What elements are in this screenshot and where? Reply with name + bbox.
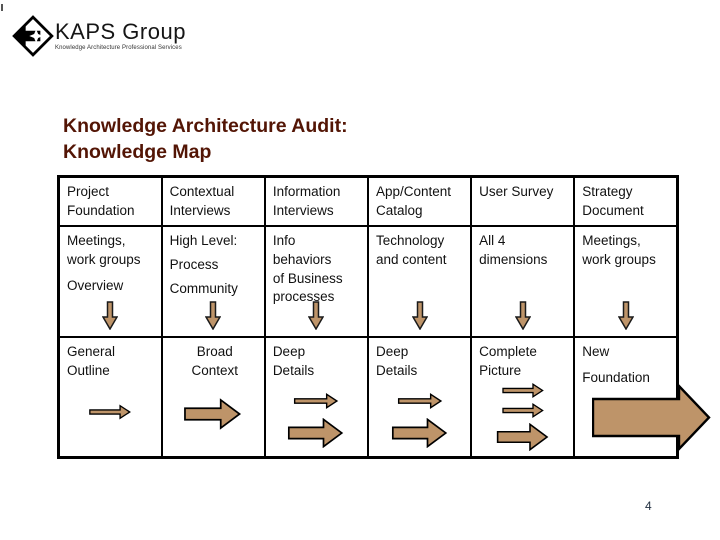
big-right-arrow-icon: [592, 384, 712, 451]
activity-cell: All 4 dimensions: [470, 225, 576, 339]
activity-cell: Info behaviors of Business processes: [263, 225, 369, 339]
output-text: Broad Context: [170, 343, 260, 380]
cell-line: dimensions: [479, 251, 548, 267]
knowledge-map-table: Project Foundation Contextual Interviews…: [57, 175, 679, 460]
activity-text: Meetings, work groups: [582, 232, 672, 269]
slide-title-line2: Knowledge Map: [63, 141, 212, 164]
cell-line: Meetings,: [67, 233, 126, 249]
right-arrow-thin-icon: [502, 383, 544, 399]
header-cell: User Survey: [470, 175, 576, 228]
cell-line: Broad: [196, 344, 233, 360]
cell-line: behaviors: [272, 251, 332, 267]
logo-text: KAPS Group Knowledge Architecture Profes…: [55, 19, 186, 52]
header-label: Contextual Interviews: [169, 184, 235, 218]
cell-line: Info: [272, 233, 296, 249]
cell-line: work groups: [67, 251, 141, 267]
header-cell: Contextual Interviews: [160, 175, 266, 228]
header-label: Information Interviews: [272, 184, 341, 218]
header-cell: Strategy Document: [573, 175, 679, 228]
kaps-group-logo: KAPS Group Knowledge Architecture Profes…: [12, 15, 186, 57]
right-arrow-thin-icon: [502, 403, 544, 419]
cell-line: Deep: [375, 344, 409, 360]
cell-line: Foundation: [582, 369, 650, 385]
arrow-stack: [89, 404, 132, 420]
cell-line: Overview: [67, 277, 124, 293]
output-cell: General Outline: [57, 336, 163, 459]
arrow-stack: [391, 393, 449, 449]
slide-title-line1: Knowledge Architecture Audit:: [63, 115, 348, 137]
output-cell: Deep Details: [366, 336, 473, 459]
output-text: Deep Details: [376, 343, 466, 380]
cell-line: New: [582, 344, 610, 360]
logo-name: KAPS Group: [55, 19, 186, 44]
down-arrow-icon: [308, 301, 325, 331]
cell-line: Technology: [375, 233, 445, 249]
cell-line: Outline: [67, 362, 110, 378]
activities-row: Meetings, work groups Overview High Leve…: [57, 225, 679, 339]
header-label: App/Content Catalog: [375, 184, 452, 218]
activity-cell: High Level: Process Community: [160, 225, 266, 339]
down-arrow-icon: [514, 301, 531, 331]
outputs-row: General Outline Broad Context Deep Detai…: [57, 336, 679, 459]
stray-mark: [1, 4, 3, 11]
cell-line: Deep: [272, 344, 306, 360]
header-cell: Information Interviews: [263, 175, 369, 228]
output-text: Deep Details: [273, 343, 363, 380]
right-arrow-thick-icon: [288, 418, 344, 449]
logo-tagline: Knowledge Architecture Professional Serv…: [55, 45, 182, 52]
header-row: Project Foundation Contextual Interviews…: [57, 175, 679, 228]
down-arrow-icon: [205, 301, 222, 331]
right-arrow-thick-icon: [496, 423, 549, 452]
header-label: User Survey: [479, 184, 554, 199]
activity-text: All 4 dimensions: [479, 232, 569, 269]
cell-line: All 4: [479, 233, 506, 249]
output-cell: Deep Details: [263, 336, 369, 459]
arrow-stack: [287, 393, 345, 449]
kaps-diamond-arrow-icon: [12, 15, 54, 57]
cell-line: processes: [272, 289, 335, 305]
page-number: 4: [645, 499, 652, 513]
output-text: New Foundation: [582, 343, 672, 387]
cell-line: of Business: [272, 270, 343, 286]
cell-line: work groups: [582, 251, 656, 267]
header-label: Strategy Document: [582, 184, 644, 218]
right-arrow-thick-icon: [184, 398, 242, 430]
cell-line: Complete: [479, 344, 537, 360]
output-text: General Outline: [67, 343, 157, 380]
activity-text: Technology and content: [376, 232, 466, 269]
arrow-stack: [184, 398, 242, 430]
activity-text: Info behaviors of Business processes: [273, 232, 363, 307]
header-cell: App/Content Catalog: [366, 175, 473, 228]
cell-line: General: [67, 344, 116, 360]
down-arrow-icon: [411, 301, 428, 331]
down-arrow-icon: [617, 301, 634, 331]
cell-line: Details: [272, 362, 315, 378]
right-arrow-thin-icon: [397, 393, 442, 410]
activity-cell: Technology and content: [366, 225, 473, 339]
cell-line: High Level:: [169, 233, 238, 249]
activity-cell: Meetings, work groups: [573, 225, 679, 339]
output-text: Complete Picture: [479, 343, 569, 380]
output-cell: New Foundation: [573, 336, 679, 459]
cell-line: and content: [375, 251, 447, 267]
cell-line: Details: [375, 362, 418, 378]
arrow-stack: [496, 383, 550, 452]
down-arrow-icon: [102, 301, 119, 331]
activity-text: Meetings, work groups Overview: [67, 232, 157, 295]
output-cell: Complete Picture: [470, 336, 576, 459]
cell-line: Process: [169, 256, 219, 272]
output-cell: Broad Context: [160, 336, 266, 459]
right-arrow-thin-icon: [89, 404, 132, 420]
slide-title: Knowledge Architecture Audit: Knowledge …: [63, 113, 348, 166]
cell-line: Community: [169, 280, 238, 296]
cell-line: Context: [191, 362, 238, 378]
activity-text: High Level: Process Community: [170, 232, 260, 298]
header-label: Project Foundation: [67, 184, 135, 218]
header-cell: Project Foundation: [57, 175, 163, 228]
right-arrow-thin-icon: [294, 393, 339, 410]
right-arrow-thick-icon: [391, 418, 447, 449]
cell-line: Meetings,: [582, 233, 641, 249]
activity-cell: Meetings, work groups Overview: [57, 225, 163, 339]
cell-line: Picture: [479, 362, 522, 378]
